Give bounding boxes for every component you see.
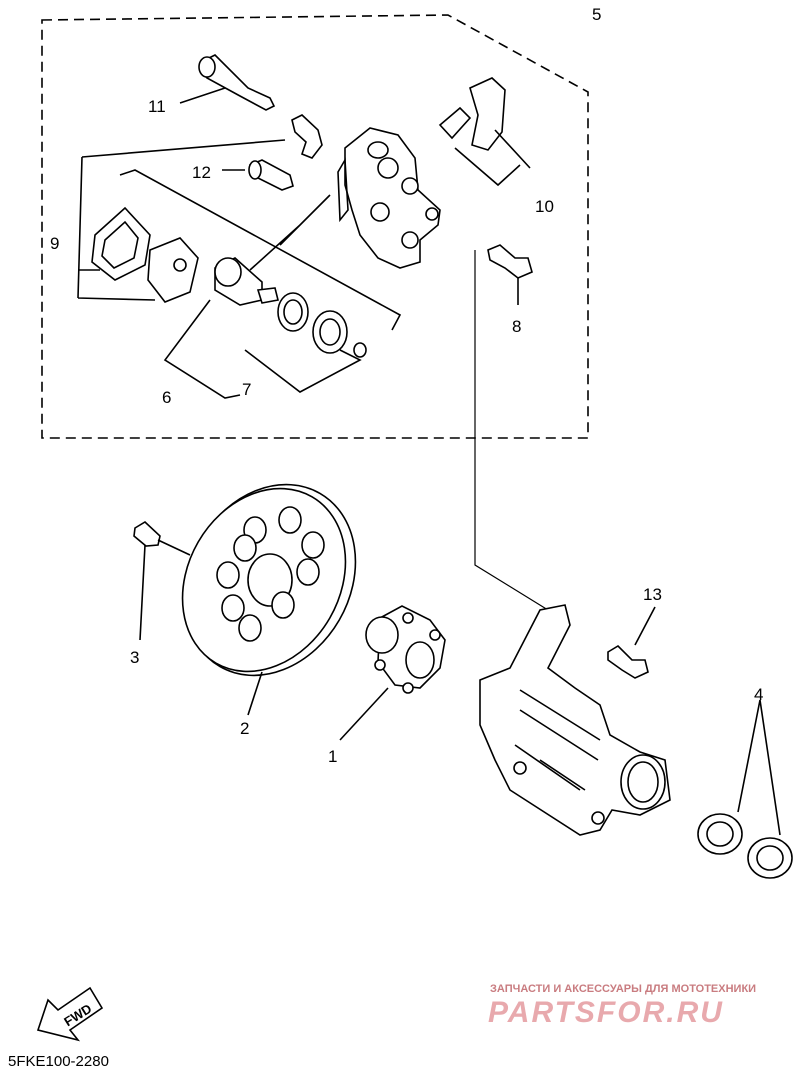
pad-clip [291,114,323,159]
bolt-part-11 [179,54,276,111]
brake-pads-part-9 [77,139,286,303]
bolt-part-13 [607,606,656,679]
part-label-5: 5 [592,5,601,24]
part-label-4: 4 [754,685,763,704]
part-label-2: 2 [240,719,249,738]
caliper-body [249,127,441,271]
caliper-assembly-boundary [41,14,589,439]
part-label-6: 6 [162,388,171,407]
part-label-13: 13 [643,585,662,604]
watermark-logo: PARTSFOR.RU [488,996,724,1029]
caliper-guide-line [474,250,549,611]
part-label-8: 8 [512,317,521,336]
part-label-1: 1 [328,747,337,766]
bolt-part-8 [487,244,533,305]
diagram-code: 5FKE100-2280 [8,1053,109,1070]
part-label-3: 3 [130,648,139,667]
part-label-7: 7 [242,380,251,399]
screw-part-3 [133,521,191,641]
watermark-tagline: ЗАПЧАСТИ И АКСЕССУАРЫ ДЛЯ МОТОТЕХНИКИ [490,983,756,995]
seals-part-7 [119,169,402,393]
hub-part-1 [339,605,446,741]
bleeder-part-10 [438,77,531,187]
piston-part-6 [163,257,279,399]
axle-housing [479,604,671,836]
lock-nuts-part-4 [697,699,793,879]
fwd-direction-arrow: FWD [36,986,104,1042]
brake-disc-part-2 [181,483,357,716]
part-label-10: 10 [535,197,554,216]
part-label-12: 12 [192,163,211,182]
part-label-11: 11 [148,97,166,116]
bolt-part-12 [222,159,294,191]
part-label-9: 9 [50,234,59,253]
